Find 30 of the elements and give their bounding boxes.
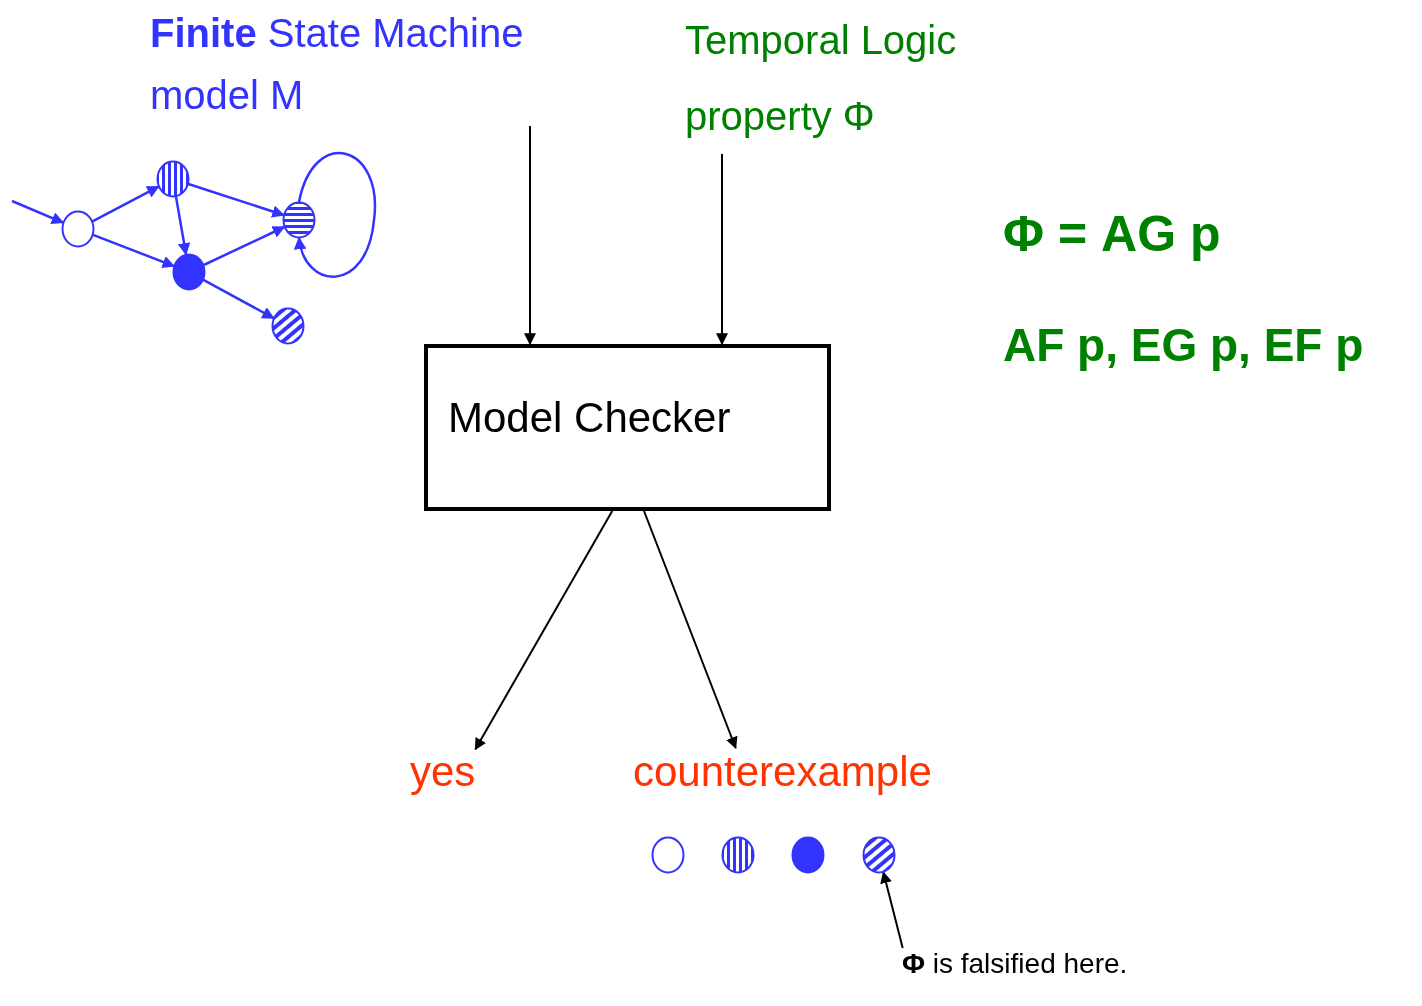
state-circle bbox=[651, 836, 685, 874]
model-heading: Finite State Machine model M bbox=[150, 2, 620, 126]
state-circle bbox=[721, 836, 755, 874]
state-circle bbox=[791, 836, 825, 874]
arrow bbox=[203, 225, 286, 267]
arrow bbox=[202, 278, 275, 320]
arrow bbox=[716, 153, 728, 346]
state-circle bbox=[61, 210, 95, 248]
state-circle bbox=[172, 253, 206, 291]
annotation-text: Φ is falsified here. bbox=[902, 948, 1128, 980]
formula-text: Φ = AG p bbox=[1003, 205, 1221, 263]
arrow bbox=[880, 871, 904, 949]
arrow bbox=[643, 510, 738, 750]
state-circle bbox=[282, 201, 316, 239]
state-circle bbox=[862, 836, 896, 874]
arrow bbox=[174, 196, 191, 256]
arrow bbox=[188, 182, 285, 218]
arrow bbox=[11, 199, 65, 224]
result-label: counterexample bbox=[633, 748, 932, 796]
arrow bbox=[524, 125, 536, 346]
arrow bbox=[91, 185, 160, 223]
process-box: Model Checker bbox=[424, 344, 831, 511]
result-label: yes bbox=[410, 748, 476, 796]
arrow bbox=[474, 510, 614, 751]
formula-text: AF p, EG p, EF p bbox=[1003, 318, 1364, 372]
property-heading: Temporal Logic property Φ bbox=[685, 2, 1025, 154]
loop-arrow bbox=[295, 152, 377, 278]
arrow bbox=[92, 233, 176, 268]
state-circle bbox=[156, 160, 190, 198]
state-circle bbox=[271, 307, 305, 345]
